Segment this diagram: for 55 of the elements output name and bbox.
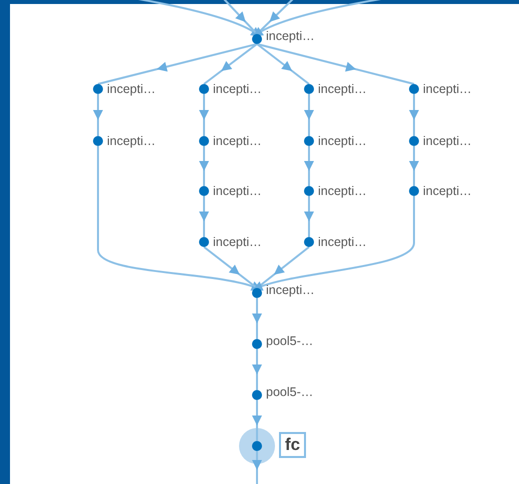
layer-node-dot [252, 288, 262, 298]
layer-node-dot [93, 84, 103, 94]
layer-node-dot [409, 136, 419, 146]
arrow [304, 146, 314, 186]
layer-label: incepti… [213, 235, 262, 249]
layer-label: incepti… [423, 134, 472, 148]
layer-node-dot [304, 237, 314, 247]
arrow [252, 298, 262, 339]
layer-label: incepti… [318, 235, 367, 249]
layer-label: incepti… [107, 82, 156, 96]
selected-layer-label: fc [279, 432, 306, 458]
layer-node-dot [199, 84, 209, 94]
arrow [252, 451, 262, 484]
layer-label: incepti… [266, 283, 315, 297]
layer-label: incepti… [423, 82, 472, 96]
layer-node-dot [409, 186, 419, 196]
layer-node-dot [304, 186, 314, 196]
arrow [256, 43, 310, 85]
layer-label: incepti… [107, 134, 156, 148]
layer-label: incepti… [213, 134, 262, 148]
layer-node-dot [252, 390, 262, 400]
layer-node-dot [252, 34, 262, 44]
layer-label: pool5-… [266, 334, 314, 348]
arrow [199, 146, 209, 186]
layer-node-dot [409, 84, 419, 94]
arrow [199, 196, 209, 237]
layer-label: pool5-… [266, 385, 314, 399]
arrow [98, 43, 258, 85]
arrow [252, 400, 262, 441]
arrow [409, 146, 419, 186]
arrow [203, 246, 258, 289]
arrow [256, 43, 414, 85]
layer-node-dot [304, 84, 314, 94]
layer-node-dot [93, 136, 103, 146]
layer-label: incepti… [318, 82, 367, 96]
arrow [304, 196, 314, 237]
layer-node-dot [252, 339, 262, 349]
layer-label: incepti… [318, 134, 367, 148]
arrow [221, 0, 258, 35]
layer-label: incepti… [266, 29, 315, 43]
arrow [252, 349, 262, 390]
layer-node-dot [199, 237, 209, 247]
layer-label: incepti… [213, 184, 262, 198]
layer-label: incepti… [423, 184, 472, 198]
layer-node-dot [304, 136, 314, 146]
layer-node-dot [199, 186, 209, 196]
arrow [93, 94, 103, 136]
arrow [252, 196, 415, 292]
layer-node-dot [199, 136, 209, 146]
layer-label: incepti… [213, 82, 262, 96]
layer-label: incepti… [318, 184, 367, 198]
arrow [304, 94, 314, 136]
arrow [409, 94, 419, 136]
arrow [199, 94, 209, 136]
arrow [203, 43, 258, 85]
